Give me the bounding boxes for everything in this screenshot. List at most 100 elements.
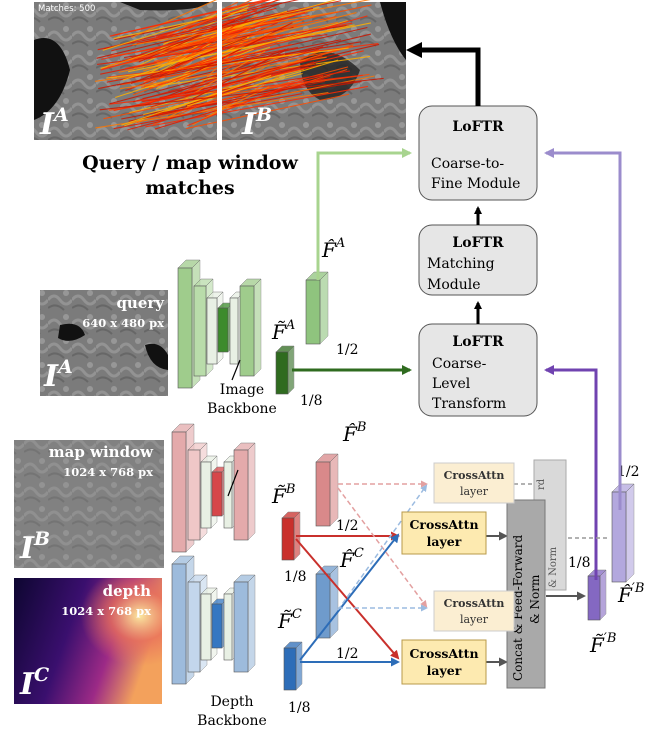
feature-fhat-b: [315, 453, 339, 527]
label-f-hat-b: F̂B: [342, 420, 366, 446]
map-window-image: map window 1024 x 768 px IB: [14, 440, 164, 568]
loftr-transform-line3: Transform: [432, 396, 506, 412]
crossattn-fine-1: CrossAttn layer: [433, 462, 515, 504]
match-line: [114, 0, 300, 41]
back-fragment-2: & Norm: [548, 546, 559, 588]
loftr-transform-title: LoFTR: [452, 334, 504, 350]
label-scale-pb-eighth: 1/8: [568, 555, 591, 571]
match-line: [145, 85, 368, 128]
backbone-layer: [233, 442, 256, 541]
label-scale-pb-half: 1/2: [617, 464, 640, 480]
image-backbone-label-line1: Image: [220, 382, 264, 398]
crossattn-1-line1: CrossAttn: [409, 517, 478, 532]
match-line: [150, 55, 323, 108]
depth-title: depth: [103, 582, 151, 600]
match-line: [136, 7, 314, 45]
loftr-matching-line2: Module: [427, 277, 481, 293]
feature-ftilde-c: [283, 641, 303, 691]
query-label: IA: [43, 356, 73, 394]
depth-backbone-layers: [171, 555, 256, 685]
match-line: [164, 4, 372, 50]
dark-crater-d: [120, 2, 210, 11]
match-line: [101, 14, 310, 60]
crossattn-1-line2: layer: [427, 534, 462, 549]
depth-image: depth 1024 x 768 px IC: [14, 578, 162, 704]
match-line: [99, 77, 384, 111]
label-f-hat-prime-b: F̂′B: [617, 581, 644, 607]
match-line: [132, 11, 339, 46]
matches-counter: Matches: 500: [38, 4, 95, 14]
match-line: [144, 85, 302, 118]
crossattn-2-line1: CrossAttn: [409, 646, 478, 661]
feature-maps: [275, 271, 635, 691]
loftr-transform-box: LoFTR Coarse- Level Transform: [418, 323, 538, 417]
match-line: [95, 91, 329, 129]
loftr-matching-title: LoFTR: [452, 235, 504, 251]
image-backbone-layers: [177, 259, 262, 389]
concat-feedforward-norm-block: Concat & Feed-Forward & Norm: [506, 499, 546, 689]
label-scale-a-eighth: 1/8: [300, 393, 323, 409]
concat-line2: & Norm: [528, 574, 542, 624]
arrow-c2f-to-matches: [418, 47, 481, 106]
loftr-transform-line2: Level: [432, 376, 471, 392]
match-line: [162, 21, 305, 77]
concat-line1: Concat & Feed-Forward: [511, 534, 525, 681]
match-line: [96, 20, 254, 59]
depth-label: IC: [19, 664, 49, 702]
query-size: 640 x 480 px: [82, 316, 164, 330]
match-line: [132, 48, 319, 103]
label-f-hat-c: F̂C: [339, 546, 364, 572]
map-label: IB: [19, 528, 50, 566]
loftr-c2f-line2: Fine Module: [431, 176, 520, 192]
match-line: [103, 88, 248, 120]
arrow-fc-to-crossattn-1: [299, 533, 400, 661]
match-line: [102, 4, 250, 51]
match-line: [156, 12, 357, 64]
match-line: [164, 41, 362, 74]
crossattn-fine-1-line2: layer: [460, 485, 489, 498]
match-line: [108, 74, 363, 105]
image-divider: [217, 2, 222, 140]
label-f-tilde-b: F̃B: [271, 482, 295, 508]
feature-ftilde-prime-b: [587, 569, 607, 621]
arrow-fine-fc-1: [337, 484, 428, 611]
crossattn-layer-2: CrossAttn layer: [401, 639, 487, 685]
feature-fhat-prime-b: [611, 483, 635, 583]
match-line: [172, 0, 253, 37]
match-line: [199, 0, 279, 36]
crossattn-fine-1-line1: CrossAttn: [444, 469, 505, 482]
depth-backbone-label-line2: Backbone: [197, 713, 267, 729]
match-line: [131, 0, 218, 39]
label-f-tilde-prime-b: F̃′B: [589, 631, 616, 657]
map-backbone-layers: [171, 423, 256, 553]
match-line: [119, 56, 327, 90]
match-line: [169, 24, 355, 64]
match-line: [132, 52, 249, 96]
dark-crater-a: [34, 38, 70, 120]
match-line: [128, 22, 372, 73]
pipeline-arrows: [292, 42, 622, 667]
loftr-matching-box: LoFTR Matching Module: [418, 224, 538, 296]
feature-fhat-c: [315, 565, 339, 639]
crossattn-layer-1: CrossAttn layer: [401, 511, 487, 555]
label-scale-c-eighth: 1/8: [288, 700, 311, 716]
match-line: [130, 36, 247, 84]
crossattn-2-line2: layer: [427, 663, 462, 678]
match-line: [121, 74, 272, 126]
label-scale-a-half: 1/2: [336, 342, 359, 358]
matches-panel: Matches: 500 IA IB: [34, 0, 406, 142]
label-image-b: IB: [241, 104, 272, 142]
crossattn-fine-2: CrossAttn layer: [433, 590, 515, 632]
query-image: query 640 x 480 px IA: [40, 290, 168, 396]
match-line: [142, 43, 380, 100]
map-title: map window: [49, 443, 154, 461]
match-line: [109, 0, 272, 37]
crossattn-fine-2-line2: layer: [460, 613, 489, 626]
dark-crater-c: [380, 2, 406, 60]
feature-fhat-a: [305, 271, 329, 345]
match-line: [162, 6, 249, 45]
loftr-c2f-title: LoFTR: [452, 119, 504, 135]
query-title: query: [116, 294, 165, 312]
image-backbone-pointer-2: [227, 469, 239, 497]
depth-backbone-label-line1: Depth: [210, 694, 253, 710]
